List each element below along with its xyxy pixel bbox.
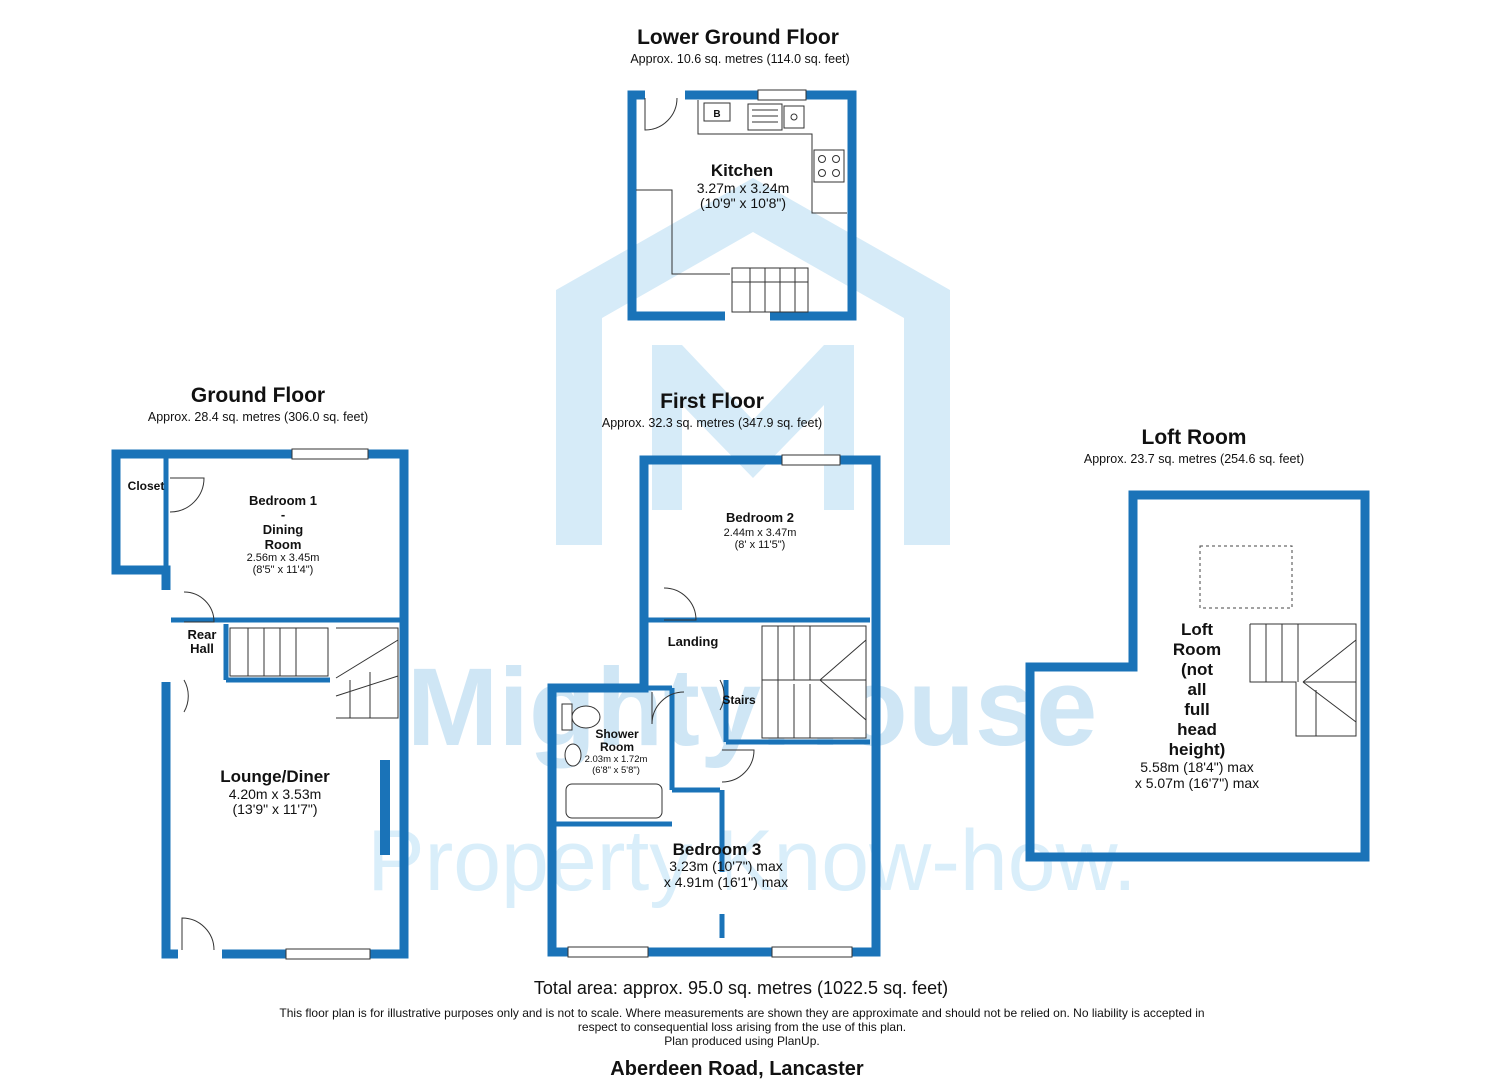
lower-ground-floor: Lower Ground Floor Approx. 10.6 sq. metr… bbox=[627, 26, 857, 321]
room-name-line: Shower bbox=[595, 727, 639, 741]
room-dims: 4.20m x 3.53m bbox=[229, 786, 322, 802]
ground-floor: Ground Floor Approx. 28.4 sq. metres (30… bbox=[111, 384, 409, 960]
room-name-line: Loft bbox=[1181, 620, 1213, 639]
room-dims: 2.44m x 3.47m bbox=[724, 527, 797, 539]
room-name-line: Room bbox=[265, 537, 302, 552]
floor-area: Approx. 28.4 sq. metres (306.0 sq. feet) bbox=[148, 410, 368, 424]
disclaimer-line: respect to consequential loss arising fr… bbox=[578, 1020, 906, 1034]
toilet-icon bbox=[561, 703, 601, 731]
property-address: Aberdeen Road, Lancaster bbox=[610, 1058, 864, 1080]
closet-door bbox=[169, 477, 205, 513]
room-name-line: height) bbox=[1169, 740, 1226, 759]
room-name-line: all bbox=[1188, 680, 1207, 699]
footer: Total area: approx. 95.0 sq. metres (102… bbox=[279, 978, 1204, 1080]
room-name: Lounge/Diner bbox=[220, 767, 330, 786]
ground-stairs-icon bbox=[229, 627, 399, 719]
hob-icon bbox=[813, 149, 845, 183]
room-dims-imperial: (13'9" x 11'7") bbox=[232, 801, 317, 817]
skylight-icon bbox=[1199, 545, 1293, 609]
floor-title: First Floor bbox=[660, 390, 764, 413]
room-name-line: Room bbox=[1173, 640, 1221, 659]
room-dims-imperial: (6'8" x 5'8") bbox=[592, 765, 640, 776]
kitchen-walls bbox=[627, 89, 857, 321]
room-dims: 5.58m (18'4") max bbox=[1140, 759, 1253, 775]
room-dims-imperial: (10'9" x 10'8") bbox=[700, 195, 786, 211]
kitchen-counter bbox=[697, 100, 847, 214]
boiler-label: B bbox=[713, 109, 720, 120]
ground-floor-walls bbox=[111, 448, 409, 960]
room-name: Kitchen bbox=[711, 161, 773, 180]
room-name-line: - bbox=[281, 507, 285, 522]
room-dims-imperial: x 5.07m (16'7") max bbox=[1135, 775, 1259, 791]
floor-title: Lower Ground Floor bbox=[637, 26, 839, 49]
floor-area: Approx. 23.7 sq. metres (254.6 sq. feet) bbox=[1084, 452, 1304, 466]
room-dims: 3.27m x 3.24m bbox=[697, 180, 790, 196]
first-floor-stairs-icon bbox=[761, 625, 867, 739]
room-name-line: Room bbox=[600, 740, 634, 754]
disclaimer-line: This floor plan is for illustrative purp… bbox=[279, 1006, 1204, 1020]
room-name-line: head bbox=[1177, 720, 1217, 739]
room-dims: 2.03m x 1.72m bbox=[585, 754, 648, 765]
drainer-icon bbox=[747, 103, 783, 131]
bedroom-3-door bbox=[721, 749, 755, 783]
sink-icon bbox=[783, 105, 805, 129]
first-floor: First Floor Approx. 32.3 sq. metres (347… bbox=[547, 390, 881, 958]
room-dims: 3.23m (10'7") max bbox=[669, 858, 782, 874]
watermark-tagline: Property Know-how. bbox=[367, 813, 1137, 909]
floor-area: Approx. 32.3 sq. metres (347.9 sq. feet) bbox=[602, 416, 822, 430]
room-dims-imperial: (8'5" x 11'4") bbox=[253, 564, 314, 576]
stairs-label: Stairs bbox=[722, 693, 756, 707]
loft-walls bbox=[1025, 490, 1370, 862]
front-door bbox=[181, 917, 215, 951]
floor-area: Approx. 10.6 sq. metres (114.0 sq. feet) bbox=[630, 52, 849, 66]
kitchen-door bbox=[644, 97, 678, 131]
loft-floor: Loft Room Approx. 23.7 sq. metres (254.6… bbox=[1025, 426, 1370, 862]
disclaimer-line: Plan produced using PlanUp. bbox=[664, 1034, 819, 1048]
room-name: Bedroom 2 bbox=[726, 510, 794, 525]
room-name-line: Rear bbox=[188, 627, 217, 642]
room-name-line: Bedroom 1 bbox=[249, 493, 317, 508]
room-name-line: Dining bbox=[263, 522, 303, 537]
kitchen-stairs-icon bbox=[731, 267, 809, 313]
room-name-line: full bbox=[1184, 700, 1210, 719]
floor-title: Loft Room bbox=[1142, 426, 1247, 449]
room-dims-imperial: x 4.91m (16'1") max bbox=[664, 874, 788, 890]
loft-stairs-icon bbox=[1249, 623, 1357, 737]
landing-label: Landing bbox=[668, 634, 719, 649]
floor-title: Ground Floor bbox=[191, 384, 325, 407]
boiler-icon bbox=[703, 102, 731, 122]
room-name-line: Hall bbox=[190, 641, 214, 656]
basin-icon bbox=[564, 743, 582, 767]
watermark-brand: MightyHouse bbox=[407, 646, 1098, 769]
closet-label: Closet bbox=[128, 479, 165, 493]
shower-tray-icon bbox=[565, 783, 663, 819]
rear-hall-door bbox=[183, 591, 215, 623]
bedroom-2-door bbox=[663, 587, 697, 621]
room-dims-imperial: (8' x 11'5") bbox=[735, 539, 786, 551]
total-area: Total area: approx. 95.0 sq. metres (102… bbox=[534, 978, 948, 998]
room-name: Bedroom 3 bbox=[673, 840, 762, 859]
room-name-line: (not bbox=[1181, 660, 1213, 679]
room-dims: 2.56m x 3.45m bbox=[247, 552, 320, 564]
